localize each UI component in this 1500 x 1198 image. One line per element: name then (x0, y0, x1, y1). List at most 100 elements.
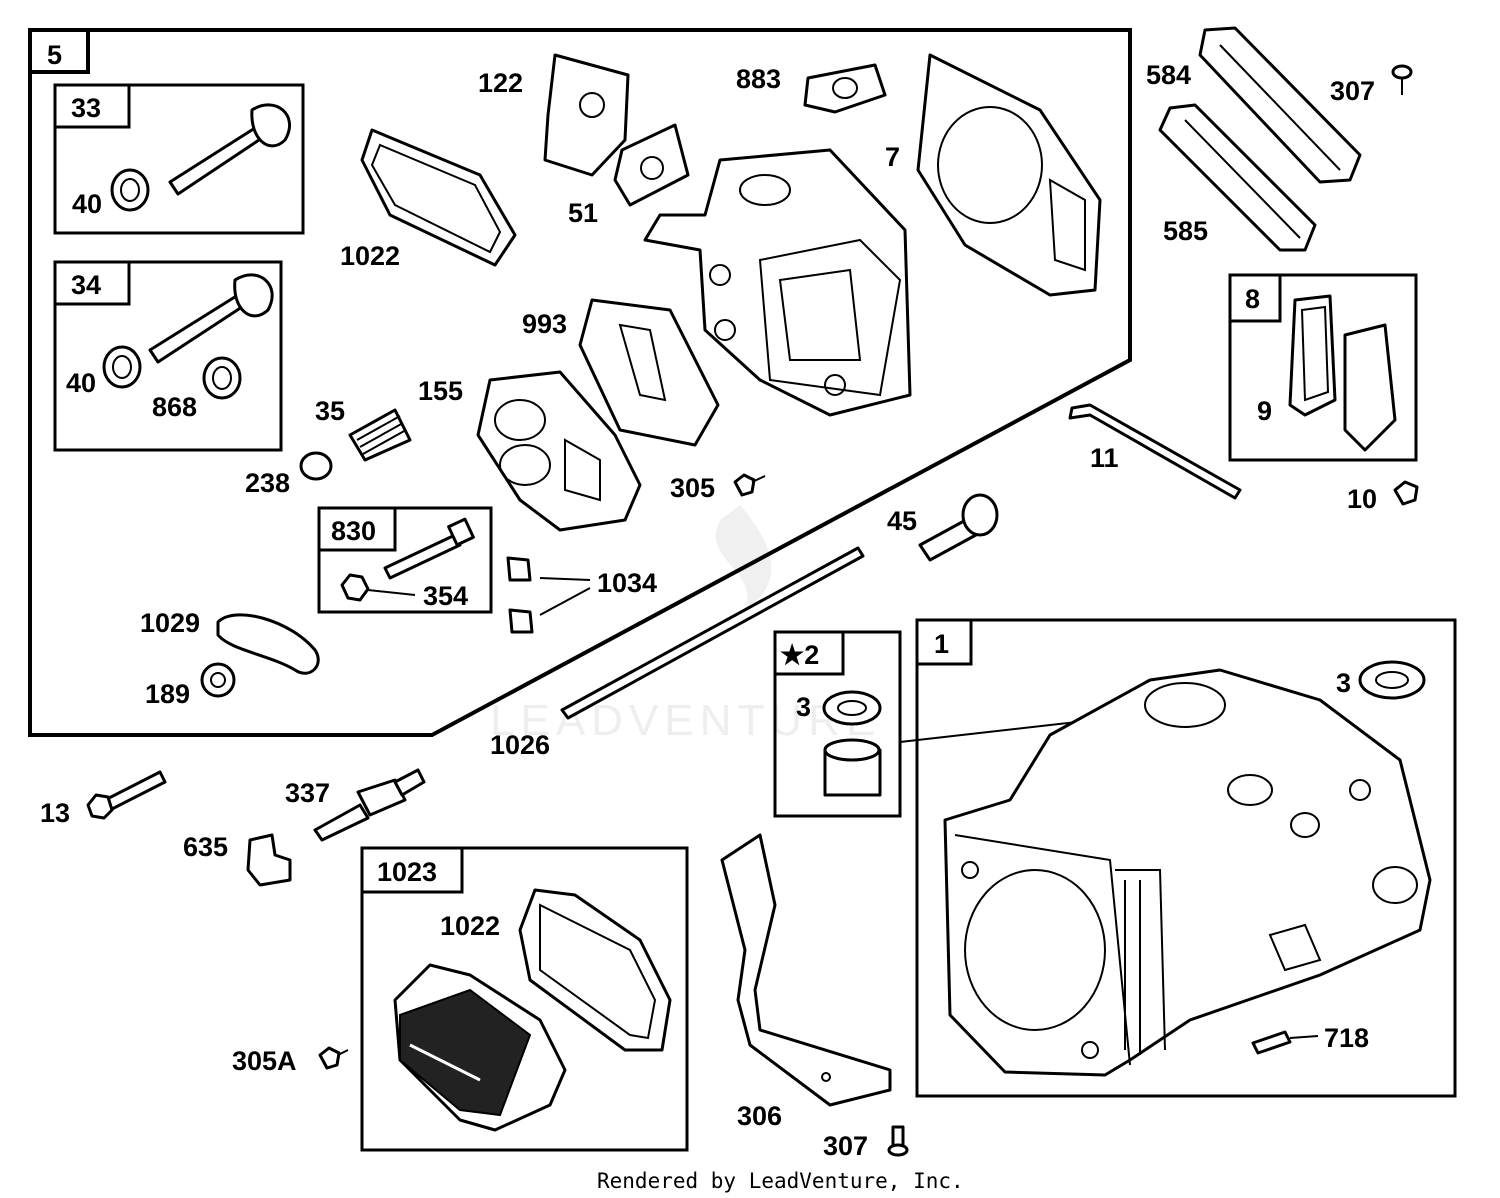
label-7: 7 (885, 142, 900, 172)
crankcase-part-1 (943, 668, 1432, 1077)
box-1023-label: 1023 (377, 857, 437, 887)
keeper-part-40b (102, 345, 142, 389)
seal-part-3b (1358, 660, 1426, 700)
box-1023 (360, 846, 689, 1152)
cap-part-238 (299, 451, 333, 481)
box-34-label: 34 (71, 270, 101, 300)
watermark: LEADVENTURE (490, 505, 881, 745)
bolt-part-305A (318, 1046, 349, 1070)
gasket-part-51 (613, 123, 690, 207)
tube-part-11 (1068, 403, 1242, 500)
label-189: 189 (145, 679, 190, 709)
bolt-part-305 (733, 473, 766, 497)
watermark-flame-icon (715, 505, 772, 610)
label-1022a: 1022 (340, 241, 400, 271)
keeper-part-40a (110, 168, 150, 212)
label-122: 122 (478, 68, 523, 98)
label-13: 13 (40, 798, 70, 828)
box-1023-tag (360, 846, 464, 894)
bushing-part-2 (823, 738, 882, 797)
cover-part-8 (1343, 323, 1397, 452)
clip-part-1034 (506, 556, 591, 634)
box-8-tag (1228, 273, 1282, 323)
label-1026: 1026 (490, 730, 550, 760)
label-307b: 307 (823, 1131, 868, 1161)
label-354: 354 (423, 581, 468, 611)
spring-part-35 (348, 408, 412, 462)
box-33 (53, 83, 305, 235)
valve-part-34 (148, 273, 274, 364)
label-11: 11 (1090, 443, 1119, 473)
label-993: 993 (522, 309, 567, 339)
gasket-part-9 (1288, 294, 1337, 417)
rocker-part-1029 (216, 613, 320, 675)
bolt-part-13 (86, 770, 167, 820)
label-1022b: 1022 (440, 911, 500, 941)
box-1-label: 1 (934, 629, 949, 659)
screw-part-307b (887, 1125, 909, 1157)
push-rod-part-1026 (560, 546, 865, 720)
box-830-tag (317, 506, 397, 552)
gasket-part-1022a (360, 128, 517, 267)
box-830 (317, 506, 493, 614)
label-3a: 3 (796, 692, 811, 722)
label-9: 9 (1257, 396, 1272, 426)
label-584: 584 (1146, 60, 1191, 90)
tappet-part-45 (918, 493, 999, 562)
washer-part-189 (200, 662, 236, 698)
assembly-5-frame (28, 28, 1132, 737)
box-34 (53, 260, 283, 452)
fitting-part-635 (246, 833, 292, 887)
screw-part-307a (1391, 64, 1413, 95)
spark-plug-part-337 (313, 768, 426, 842)
label-155: 155 (418, 376, 463, 406)
label-307a: 307 (1330, 76, 1375, 106)
box-8 (1228, 273, 1418, 462)
label-718: 718 (1324, 1023, 1369, 1053)
label-40b: 40 (66, 368, 96, 398)
box-2-tag (773, 630, 845, 676)
label-238: 238 (245, 468, 290, 498)
label-305: 305 (670, 473, 715, 503)
label-635: 635 (183, 832, 228, 862)
box-5-label: 5 (47, 40, 62, 70)
gasket-part-883 (803, 63, 887, 114)
box-5-tag (28, 28, 90, 74)
label-883: 883 (736, 64, 781, 94)
valve-cover-part-1023 (393, 963, 567, 1132)
label-1029: 1029 (140, 608, 200, 638)
valve-part (168, 103, 292, 196)
watermark-text: LEADVENTURE (490, 696, 881, 745)
box-2-label: ★2 (780, 640, 819, 670)
gasket-part-1022b (518, 888, 672, 1052)
label-306: 306 (737, 1101, 782, 1131)
label-868: 868 (152, 392, 197, 422)
box-8-label: 8 (1245, 284, 1260, 314)
box-830-label: 830 (331, 516, 376, 546)
gasket-part-993 (578, 298, 720, 447)
pin-part-718 (1251, 1030, 1319, 1055)
label-337: 337 (285, 778, 330, 808)
label-1034: 1034 (597, 568, 657, 598)
label-305A: 305A (232, 1046, 297, 1076)
label-3b: 3 (1336, 668, 1351, 698)
box-34-tag (53, 260, 131, 306)
label-10: 10 (1347, 484, 1377, 514)
box-33-label: 33 (71, 93, 101, 123)
footer-credit: Rendered by LeadVenture, Inc. (597, 1169, 964, 1193)
box-1-tag (915, 618, 973, 666)
box-1 (915, 618, 1457, 1098)
nut-part-354 (340, 573, 416, 602)
label-45: 45 (887, 506, 917, 536)
head-gasket-part-7 (916, 53, 1102, 297)
label-51: 51 (568, 198, 598, 228)
label-35: 35 (315, 396, 345, 426)
box-33-tag (53, 83, 131, 129)
label-40a: 40 (72, 189, 102, 219)
bracket-part-306 (720, 833, 892, 1107)
label-585: 585 (1163, 216, 1208, 246)
plate-part-155 (476, 370, 642, 532)
cylinder-head-part (643, 148, 912, 417)
bolt-part-10 (1393, 480, 1419, 506)
